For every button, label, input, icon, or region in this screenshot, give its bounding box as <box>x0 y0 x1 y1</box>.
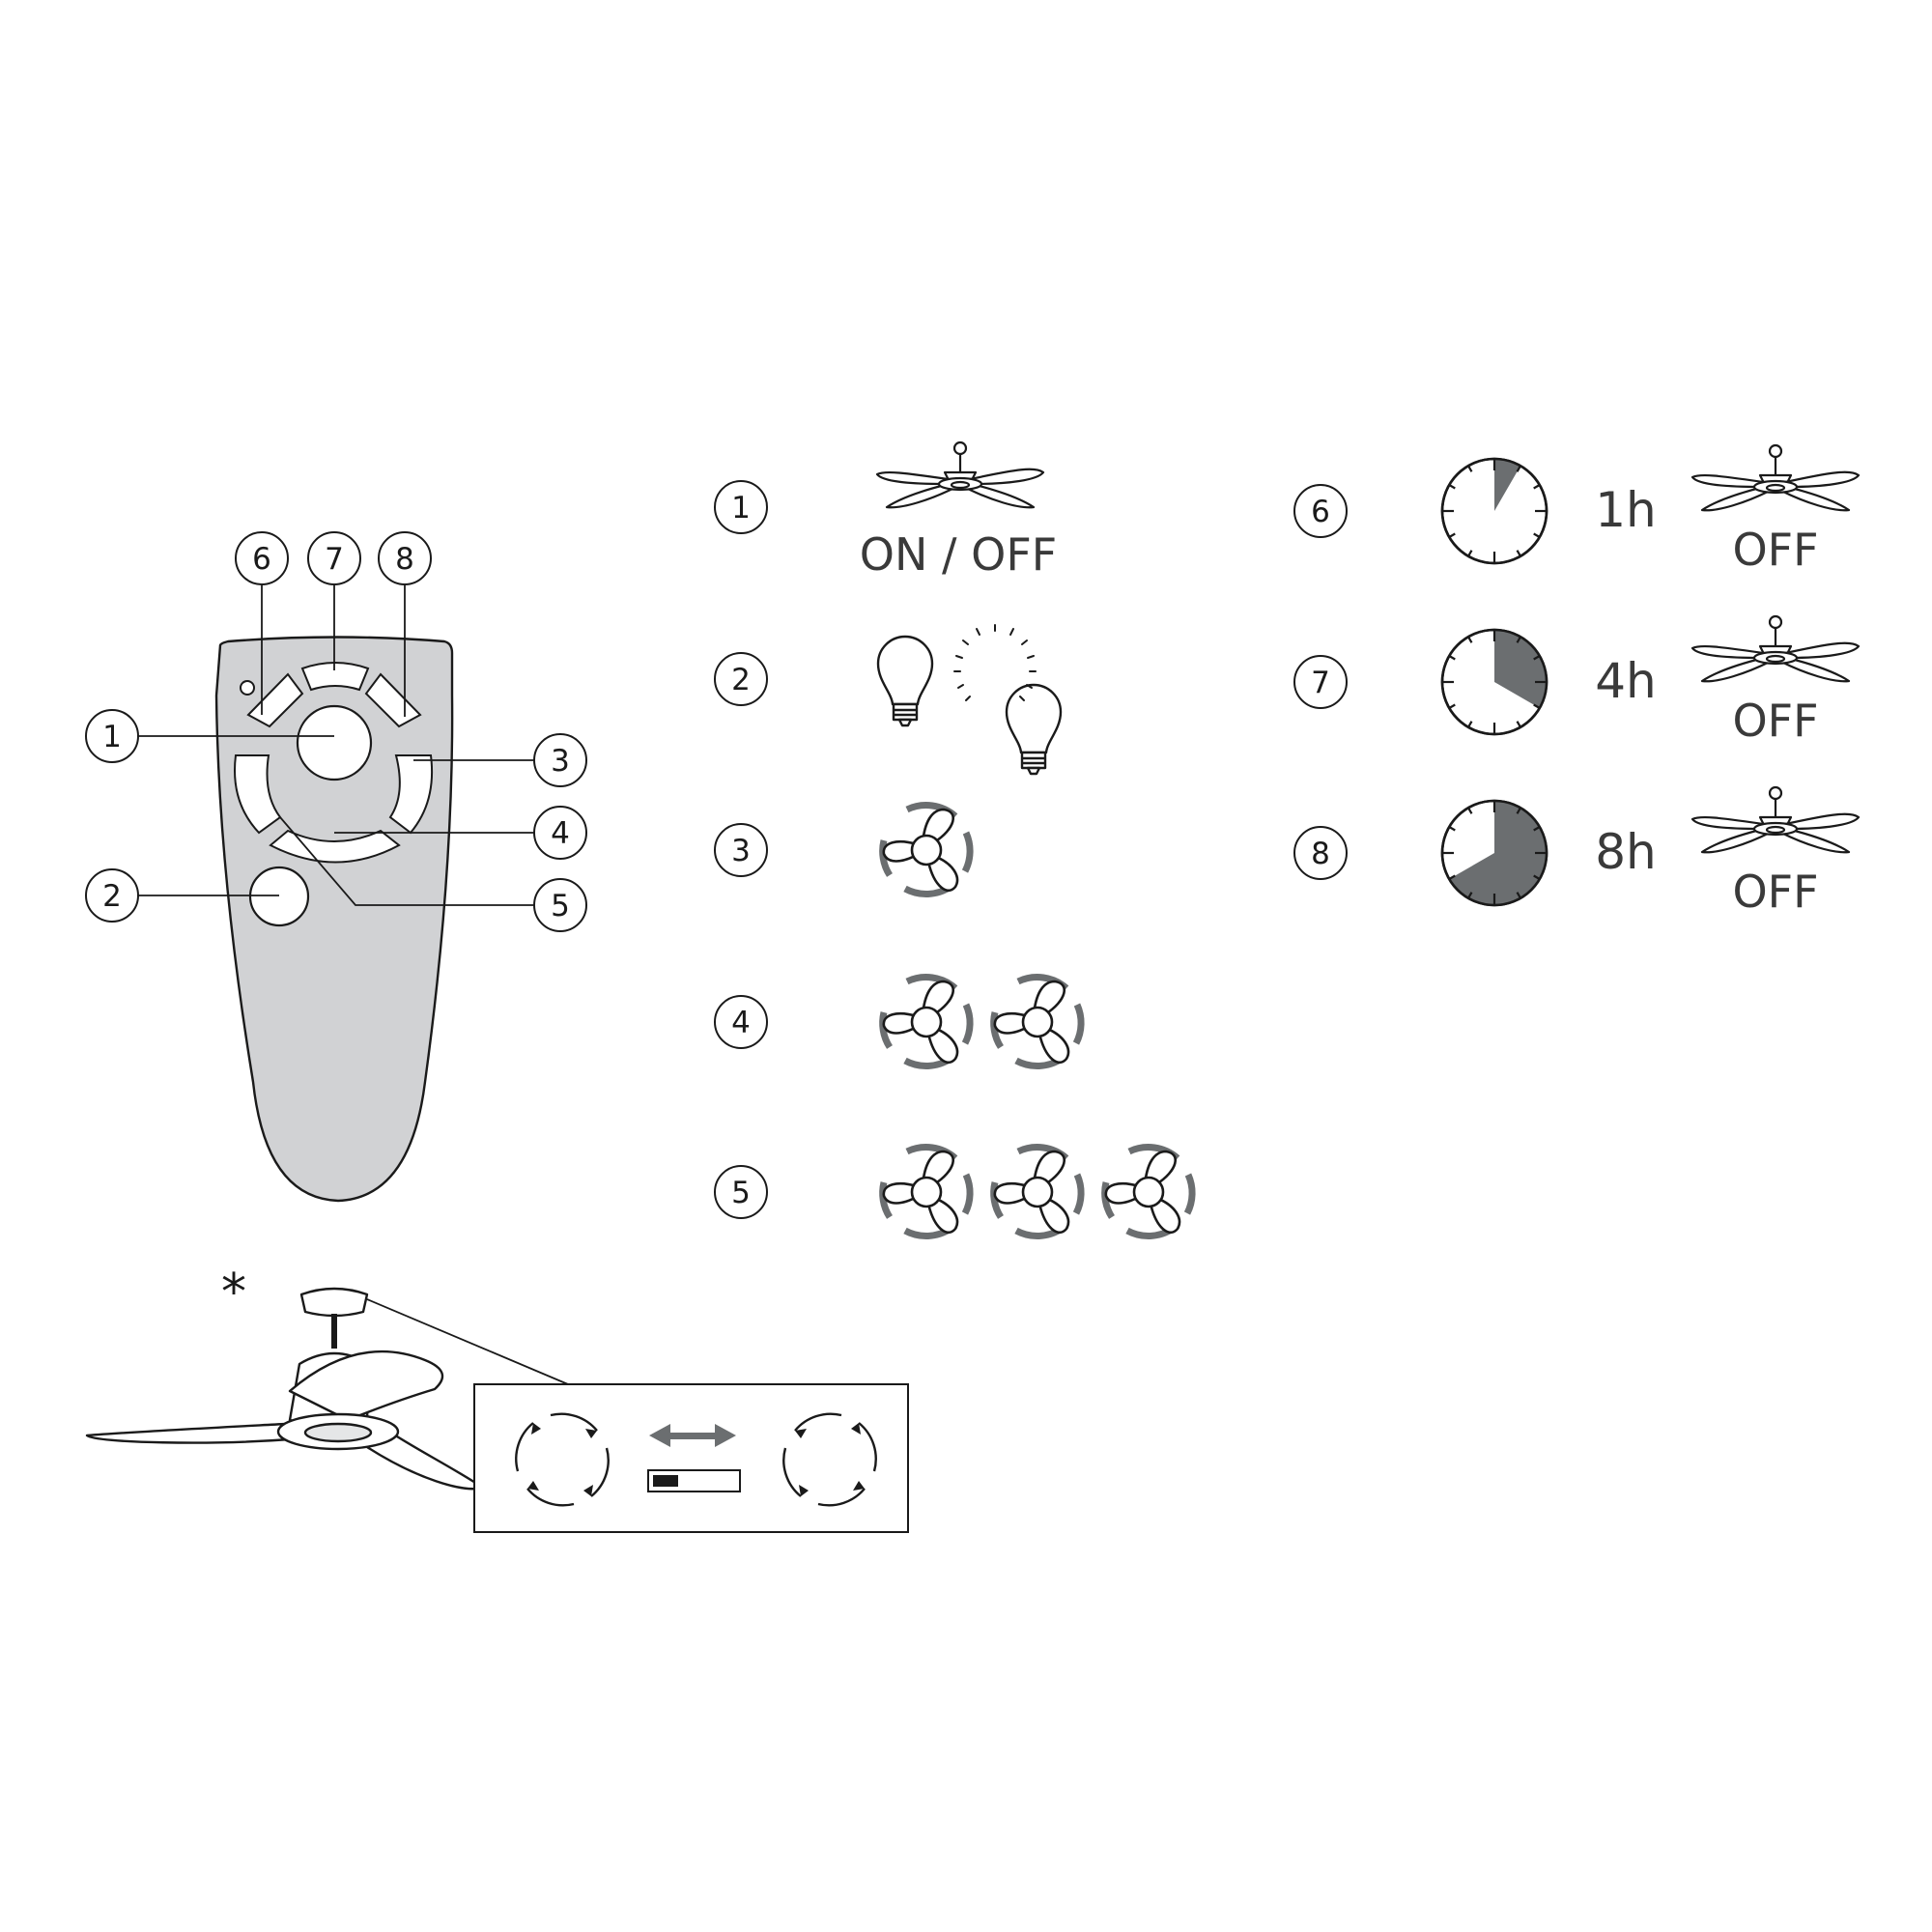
svg-text:7: 7 <box>325 542 344 577</box>
function-legend: 1 ON / OFF 2 3 4 5 <box>714 440 1192 1236</box>
timer-sector <box>1494 458 1520 511</box>
fan-speed-icon <box>883 978 970 1066</box>
timer-row-4h: 7 4h OFF <box>1293 614 1861 747</box>
svg-text:6: 6 <box>1311 495 1330 529</box>
svg-text:8: 8 <box>1311 837 1330 871</box>
callout-8: 8 <box>378 531 432 585</box>
svg-text:5: 5 <box>551 889 570 923</box>
switch-icon <box>647 1469 741 1492</box>
fan-speed-icon <box>994 978 1081 1066</box>
svg-text:1: 1 <box>731 491 751 526</box>
timer-duration: 1h <box>1595 482 1657 538</box>
legend-row-2: 2 <box>714 625 1061 774</box>
clock-icon <box>1440 799 1548 907</box>
legend-row-4: 4 <box>714 978 1081 1066</box>
callout-1: 1 <box>85 709 139 763</box>
ceiling-fan-icon <box>85 1287 485 1491</box>
footnote-marker: * <box>221 1264 246 1321</box>
switch-detail-box <box>473 1383 909 1533</box>
timer-row-8h: 8 8h OFF <box>1293 785 1861 918</box>
svg-text:3: 3 <box>551 744 570 779</box>
button-speed-2[interactable] <box>269 829 401 864</box>
on-off-label: ON / OFF <box>860 528 1057 581</box>
legend-row-3: 3 <box>714 806 970 895</box>
ceiling-fan-icon <box>1690 785 1861 854</box>
clock-icon <box>1440 457 1548 565</box>
callout-3: 3 <box>533 733 587 787</box>
light-bulb-on-icon <box>954 625 1061 774</box>
double-arrow-icon <box>649 1424 736 1447</box>
svg-text:4: 4 <box>731 1006 751 1040</box>
callout-7: 7 <box>307 531 361 585</box>
callout-5: 5 <box>533 878 587 932</box>
timer-sector <box>1449 801 1547 905</box>
timer-off-label: OFF <box>1732 695 1818 747</box>
legend-row-1: 1 ON / OFF <box>714 440 1057 581</box>
timer-duration: 8h <box>1595 824 1657 880</box>
fan-speed-icon <box>883 1148 970 1236</box>
clock-icon <box>1440 628 1548 736</box>
remote-control: 6 7 8 1 2 3 4 5 <box>85 531 587 1203</box>
ceiling-fan-icon <box>875 440 1045 509</box>
timer-off-label: OFF <box>1732 866 1818 918</box>
button-speed-3[interactable] <box>234 754 282 835</box>
svg-text:7: 7 <box>1311 666 1330 700</box>
svg-text:3: 3 <box>731 834 751 868</box>
svg-text:4: 4 <box>551 816 570 851</box>
svg-text:5: 5 <box>731 1176 751 1210</box>
callout-leaders <box>138 585 534 906</box>
fan-speed-icon <box>994 1148 1081 1236</box>
light-bulb-off-icon <box>876 635 934 727</box>
svg-text:1: 1 <box>102 720 122 754</box>
button-timer-4h[interactable] <box>300 662 370 692</box>
timer-sector <box>1494 630 1548 708</box>
ceiling-fan-icon <box>1690 443 1861 512</box>
timer-off-label: OFF <box>1732 524 1818 576</box>
button-fan-on-off[interactable] <box>296 704 373 781</box>
ceiling-fan-icon <box>1690 614 1861 683</box>
callout-6: 6 <box>235 531 289 585</box>
svg-text:2: 2 <box>102 879 122 914</box>
timer-row-1h: 6 1h OFF <box>1293 443 1861 576</box>
button-timer-8h[interactable] <box>364 672 422 728</box>
callout-4: 4 <box>533 806 587 860</box>
button-light[interactable] <box>248 866 310 927</box>
legend-row-5: 5 <box>714 1148 1192 1236</box>
svg-text:2: 2 <box>731 663 751 697</box>
svg-text:6: 6 <box>252 542 271 577</box>
callout-2: 2 <box>85 868 139 923</box>
remote-body <box>214 636 454 1203</box>
svg-text:8: 8 <box>395 542 414 577</box>
indicator-light <box>240 680 255 696</box>
direction-switch-note: * <box>85 1264 909 1533</box>
fan-speed-icon <box>1105 1148 1192 1236</box>
fan-speed-icon <box>883 806 970 895</box>
timer-duration: 4h <box>1595 653 1657 709</box>
callout-leader <box>366 1298 569 1385</box>
timer-legend: 6 1h OFF 7 4h OFF 8 8h OFF <box>1293 443 1861 918</box>
